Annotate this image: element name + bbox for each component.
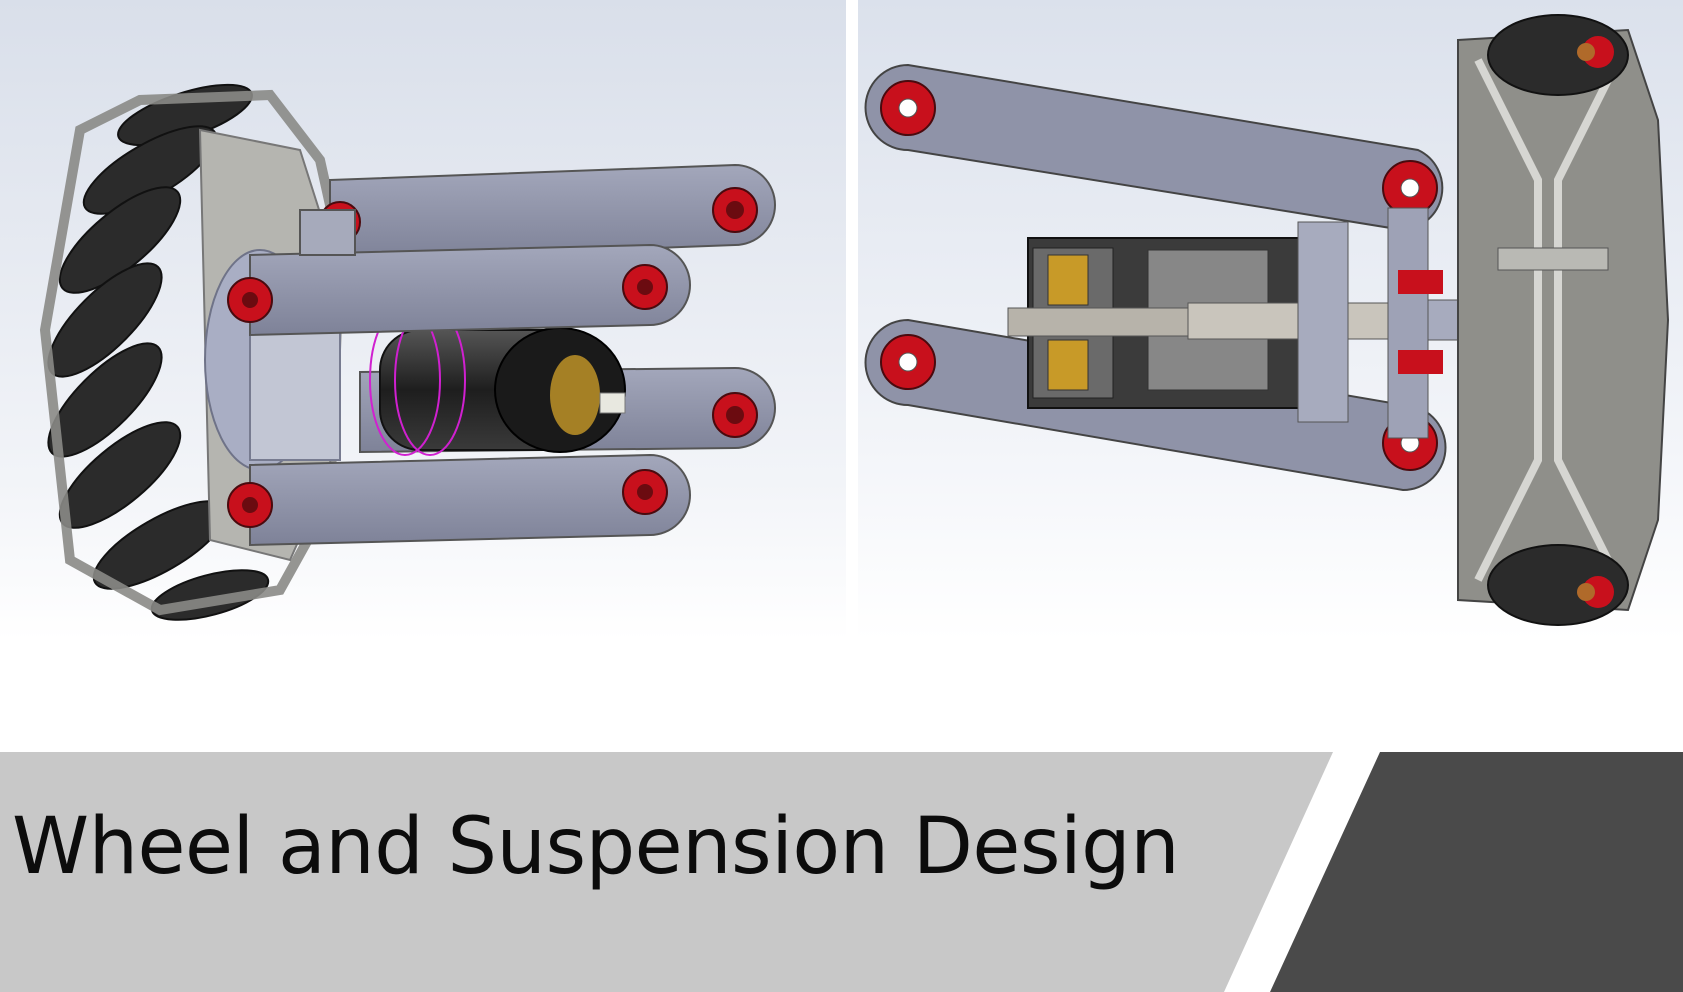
section-view-render-image xyxy=(858,0,1683,640)
accent-shape xyxy=(1270,752,1683,992)
title-band xyxy=(0,752,1683,992)
title-band-background xyxy=(0,752,1333,992)
isometric-render-image xyxy=(0,0,846,640)
slide-title: Wheel and Suspension Design xyxy=(12,802,1180,892)
